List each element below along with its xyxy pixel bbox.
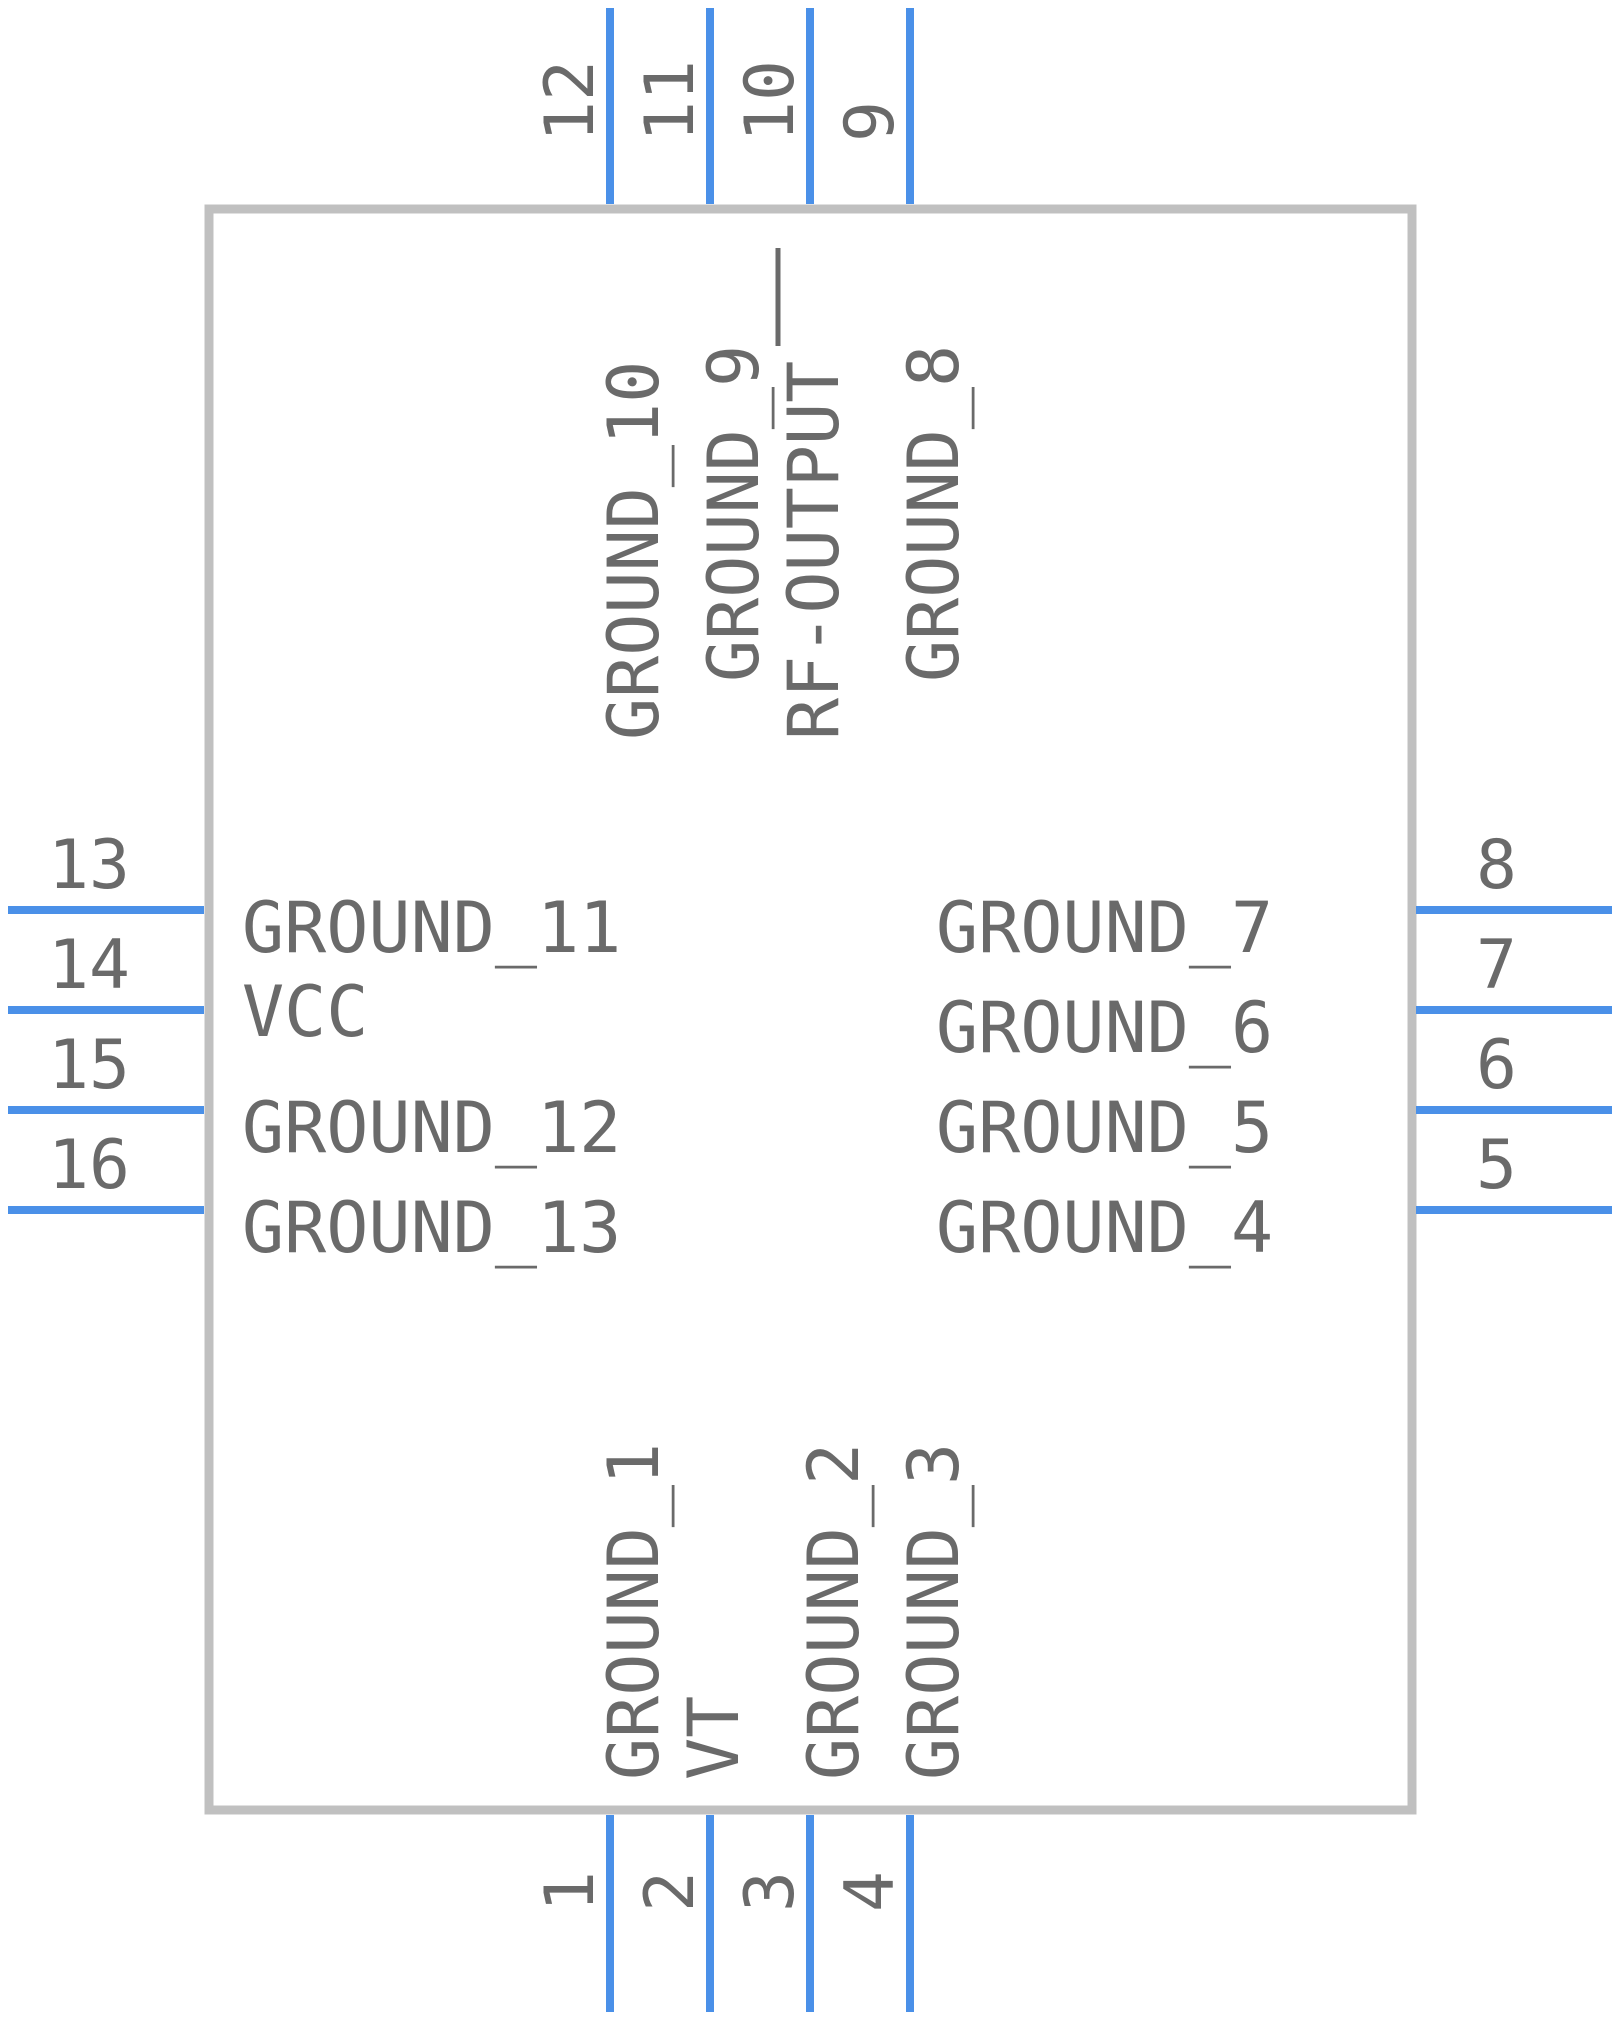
pin-number: 2 <box>631 1871 710 1912</box>
pin-11: 11 GROUND_9 <box>631 8 775 682</box>
pin-number: 13 <box>48 826 130 905</box>
pin-12: 12 GROUND_10 <box>531 8 675 740</box>
pin-number: 15 <box>48 1026 130 1105</box>
pin-number: 4 <box>831 1871 910 1912</box>
pin-label: GROUND_9 <box>693 345 775 682</box>
pin-16: 16 GROUND_13 <box>8 1126 621 1269</box>
pin-label: GROUND_3 <box>893 1443 975 1780</box>
pin-4: 4 GROUND_3 <box>831 1443 975 2012</box>
pin-2: 2 VT <box>631 1696 755 2012</box>
pin-9: 9 GROUND_8 <box>831 8 975 682</box>
pin-label: VCC <box>242 971 368 1053</box>
pin-number: 1 <box>531 1871 610 1912</box>
pin-5: 5 GROUND_4 <box>936 1126 1612 1269</box>
pin-number: 8 <box>1476 826 1517 905</box>
pin-7: 7 GROUND_6 <box>936 926 1612 1069</box>
pin-label: GROUND_7 <box>936 887 1273 969</box>
pin-label: GROUND_13 <box>242 1187 621 1269</box>
pin-number: 14 <box>48 926 130 1005</box>
pin-number: 3 <box>731 1871 810 1912</box>
pin-13: 13 GROUND_11 <box>8 826 621 969</box>
pin-14: 14 VCC <box>8 926 368 1053</box>
pin-label: GROUND_8 <box>893 345 975 682</box>
pin-8: 8 GROUND_7 <box>936 826 1612 969</box>
pin-number: 7 <box>1476 926 1517 1005</box>
pin-number: 16 <box>48 1126 130 1205</box>
pin-label: GROUND_1 <box>593 1443 675 1780</box>
pin-label: GROUND_11 <box>242 887 621 969</box>
pin-number: 9 <box>831 101 910 142</box>
pin-number: 10 <box>731 60 810 142</box>
pin-label: GROUND_5 <box>936 1087 1273 1169</box>
pin-label: GROUND_4 <box>936 1187 1273 1269</box>
component-body <box>204 204 1417 1815</box>
pin-number: 11 <box>631 60 710 142</box>
pin-label: GROUND_10 <box>593 361 675 740</box>
pin-number: 12 <box>531 60 610 142</box>
pin-label: GROUND_6 <box>936 987 1273 1069</box>
pin-1: 1 GROUND_1 <box>531 1443 675 2012</box>
pin-3: 3 GROUND_2 <box>731 1443 875 2012</box>
pin-label: VT <box>673 1696 755 1780</box>
pin-number: 6 <box>1476 1026 1517 1105</box>
pin-label: RF-OUTPUT <box>773 361 855 740</box>
pin-label: GROUND_2 <box>793 1443 875 1780</box>
pin-label: GROUND_12 <box>242 1087 621 1169</box>
pin-number: 5 <box>1476 1126 1517 1205</box>
pin-10: 10 RF-OUTPUT <box>731 8 855 740</box>
pin-15: 15 GROUND_12 <box>8 1026 621 1169</box>
pin-6: 6 GROUND_5 <box>936 1026 1612 1169</box>
